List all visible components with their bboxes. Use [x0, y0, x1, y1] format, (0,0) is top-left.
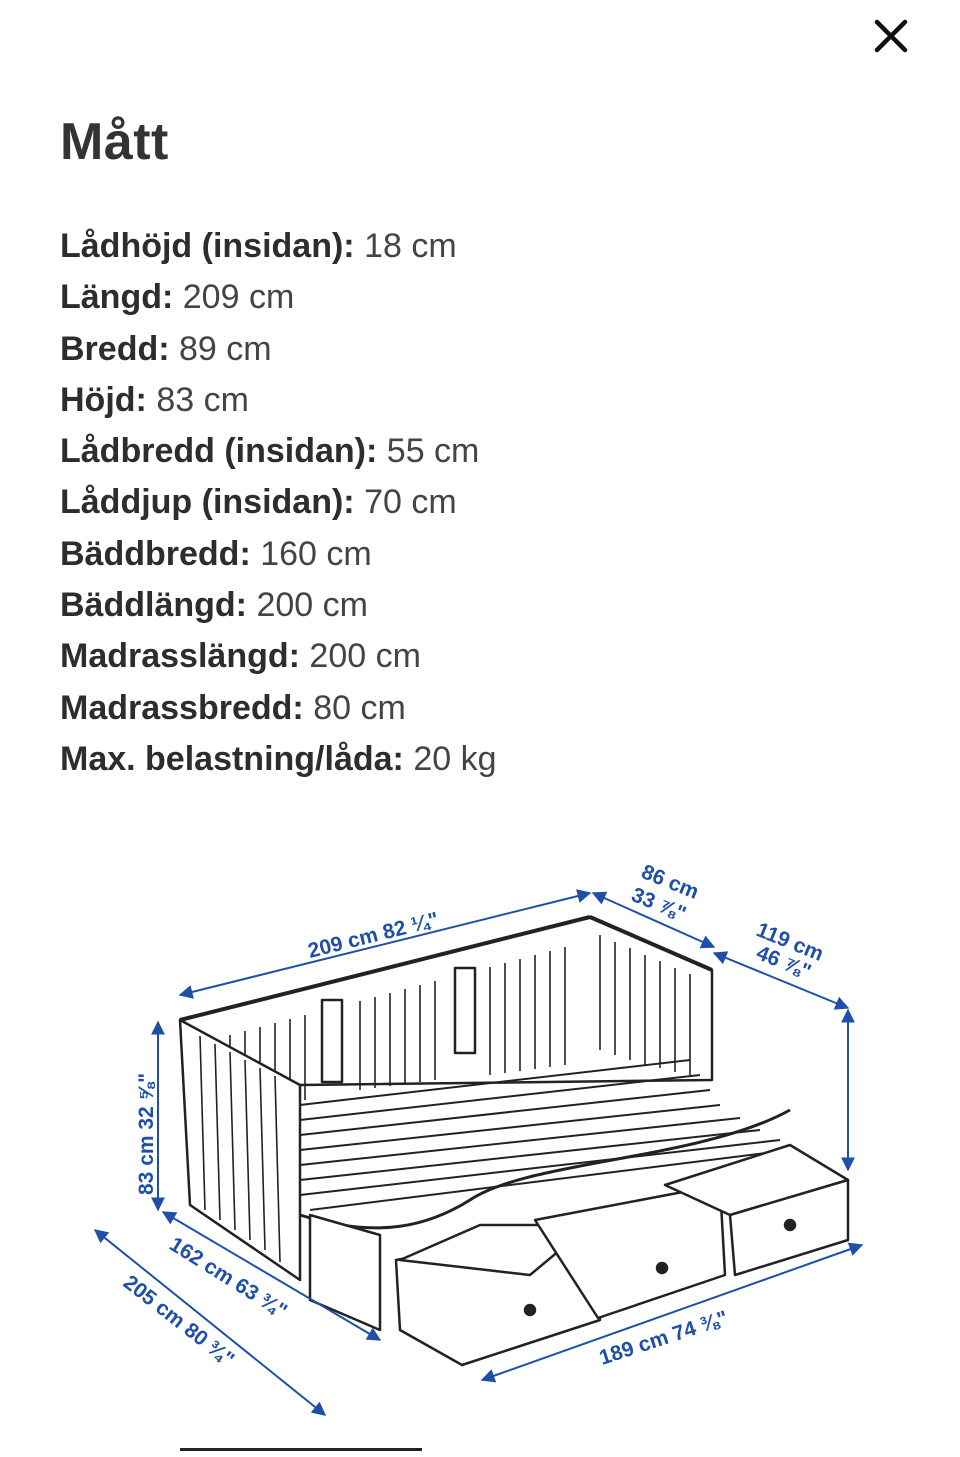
spec-label: Bredd:: [60, 329, 170, 368]
spec-label: Höjd:: [60, 380, 147, 419]
spec-value: 200 cm: [309, 637, 421, 676]
spec-max-load: Max. belastning/låda: 20 kg: [60, 734, 497, 785]
spec-value: 200 cm: [256, 586, 368, 625]
dimension-height-label: 83 cm 32 ⅝": [135, 1073, 158, 1195]
next-image-edge: [180, 1448, 422, 1457]
spec-drawer-height: Lådhöjd (insidan): 18 cm: [60, 221, 497, 272]
spec-width: Bredd: 89 cm: [60, 324, 497, 375]
spec-mattress-width: Madrassbredd: 80 cm: [60, 683, 497, 734]
spec-label: Madrasslängd:: [60, 637, 300, 676]
close-button[interactable]: [866, 12, 916, 60]
spec-label: Låddjup (insidan):: [60, 483, 355, 522]
spec-label: Lådhöjd (insidan):: [60, 227, 355, 265]
spec-length: Längd: 209 cm: [60, 272, 497, 323]
spec-value: 83 cm: [156, 380, 249, 419]
spec-label: Lådbredd (insidan):: [60, 432, 378, 471]
spec-bed-width: Bäddbredd: 160 cm: [60, 529, 497, 580]
spec-value: 89 cm: [179, 329, 272, 368]
spec-drawer-depth: Låddjup (insidan): 70 cm: [60, 477, 497, 528]
spec-value: 55 cm: [386, 432, 480, 471]
spec-value: 20 kg: [413, 739, 497, 778]
spec-value: 70 cm: [364, 483, 457, 522]
dimension-lines: [93, 889, 864, 1416]
spec-value: 18 cm: [364, 227, 457, 265]
dimension-list: Lådhöjd (insidan): 18 cm Längd: 209 cm B…: [60, 221, 497, 785]
spec-label: Längd:: [60, 278, 174, 317]
spec-mattress-length: Madrasslängd: 200 cm: [60, 631, 497, 682]
spec-height: Höjd: 83 cm: [60, 375, 497, 426]
spec-value: 80 cm: [313, 688, 406, 727]
spec-bed-length: Bäddlängd: 200 cm: [60, 580, 497, 631]
spec-drawer-width: Lådbredd (insidan): 55 cm: [60, 426, 497, 477]
spec-label: Madrassbredd:: [60, 688, 304, 727]
spec-label: Max. belastning/låda:: [60, 739, 404, 778]
spec-label: Bäddlängd:: [60, 586, 247, 625]
close-icon: [874, 19, 908, 53]
daybed-dimension-diagram: 209 cm 82 ¼" 86 cm 33 ⅞" 119 cm 46 ⅞" 83…: [93, 860, 864, 1416]
dimension-length-label: 209 cm 82 ¼": [306, 908, 441, 963]
page-title: Mått: [60, 113, 169, 171]
spec-value: 209 cm: [182, 278, 295, 317]
spec-label: Bäddbredd:: [60, 534, 251, 573]
spec-value: 160 cm: [260, 534, 372, 573]
